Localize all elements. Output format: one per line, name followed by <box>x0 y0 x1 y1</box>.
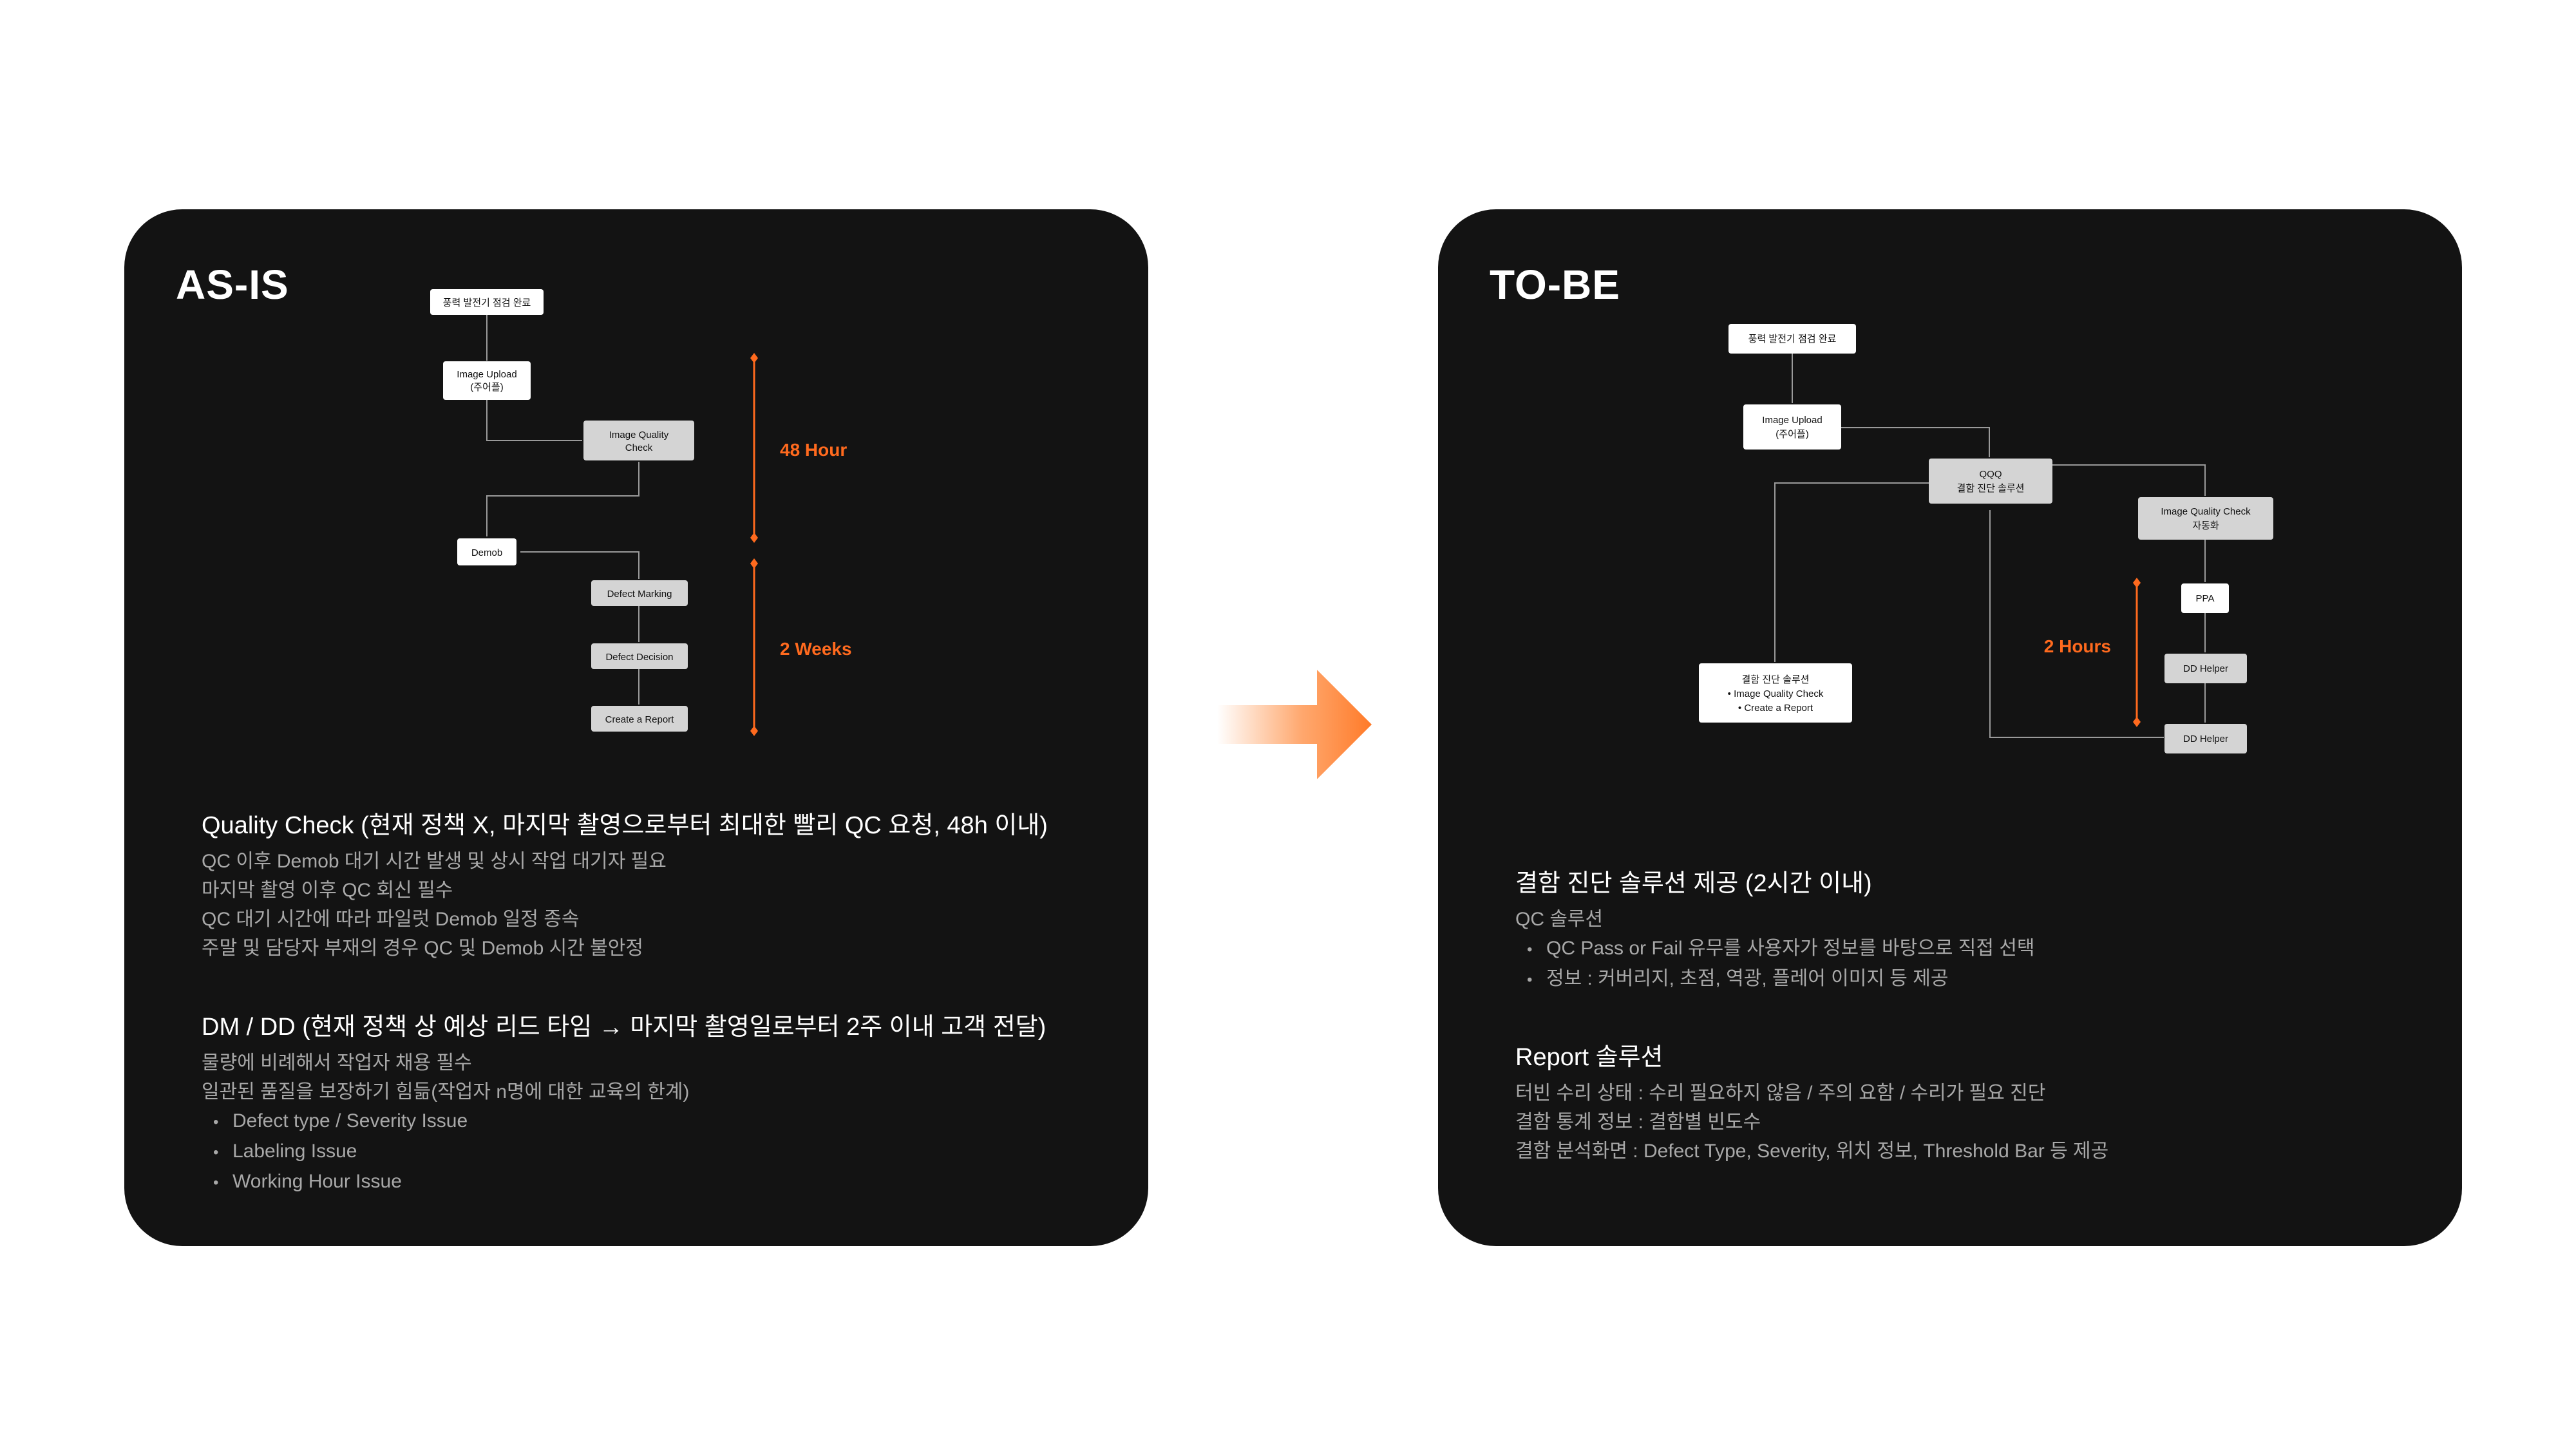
connector <box>520 551 639 579</box>
connector <box>486 462 639 536</box>
as-is-dmdd-list: 물량에 비례해서 작업자 채용 필수 일관된 품질을 보장하기 힘듦(작업자 n… <box>202 1048 689 1197</box>
to-be-panel: TO-BE 풍력 발전기 점검 완료 Image Upload (주어플) QQ… <box>1438 209 2462 1246</box>
node-create-report: Create a Report <box>591 706 688 732</box>
node-image-upload: Image Upload (주어플) <box>1743 404 1841 450</box>
svg-text:PPA: PPA <box>2196 593 2215 604</box>
node-image-quality-check: Image Quality Check 자동화 <box>2138 497 2273 540</box>
as-is-flowchart: 풍력 발전기 점검 완료 Image Upload (주어플) Image Qu… <box>430 289 852 736</box>
svg-text:Image Quality: Image Quality <box>609 430 669 440</box>
node-defect-marking: Defect Marking <box>591 580 688 606</box>
list-item: QC 솔루션 <box>1515 909 1604 930</box>
svg-text:Create a Report: Create a Report <box>605 714 675 725</box>
list-item: 물량에 비례해서 작업자 채용 필수 <box>202 1052 472 1074</box>
as-is-title: AS-IS <box>176 261 289 308</box>
node-image-quality-check: Image Quality Check <box>583 421 694 460</box>
node-inspection-done: 풍력 발전기 점검 완료 <box>430 289 544 315</box>
svg-text:Defect Decision: Defect Decision <box>605 652 673 663</box>
to-be-report-heading: Report 솔루션 <box>1515 1044 1663 1071</box>
node-inspection-done: 풍력 발전기 점검 완료 <box>1728 324 1856 354</box>
to-be-flowchart: 풍력 발전기 점검 완료 Image Upload (주어플) QQQ 결함 진… <box>1699 324 2273 753</box>
connector <box>2052 464 2206 496</box>
svg-text:QQQ: QQQ <box>1979 469 2002 480</box>
node-qqq: QQQ 결함 진단 솔루션 <box>1929 459 2052 504</box>
svg-text:DD Helper: DD Helper <box>2183 663 2228 674</box>
to-be-title: TO-BE <box>1490 261 1620 308</box>
node-ppa: PPA <box>2181 583 2229 613</box>
svg-text:2 Weeks: 2 Weeks <box>780 639 852 659</box>
svg-text:풍력 발전기 점검 완료: 풍력 발전기 점검 완료 <box>443 298 531 308</box>
list-item: 결함 통계 정보 : 결함별 빈도수 <box>1515 1112 1761 1133</box>
node-diagnosis-solution: 결함 진단 솔루션 • Image Quality Check • Create… <box>1699 663 1852 723</box>
as-is-qc-heading: Quality Check (현재 정책 X, 마지막 촬영으로부터 최대한 빨… <box>202 812 1048 839</box>
node-dd-helper: DD Helper <box>2164 724 2247 753</box>
as-is-qc-list: QC 이후 Demob 대기 시간 발생 및 상시 작업 대기자 필요 마지막 … <box>202 847 667 963</box>
list-item: 결함 분석화면 : Defect Type, Severity, 위치 정보, … <box>1515 1141 2109 1162</box>
node-image-upload: Image Upload (주어플) <box>443 361 531 400</box>
svg-text:풍력 발전기 점검 완료: 풍력 발전기 점검 완료 <box>1748 334 1837 345</box>
bullet-item: Labeling Issue <box>202 1137 689 1167</box>
node-defect-decision: Defect Decision <box>591 643 688 669</box>
as-is-dmdd-heading: DM / DD (현재 정책 상 예상 리드 타임 → 마지막 촬영일로부터 2… <box>202 1014 1046 1041</box>
svg-text:DD Helper: DD Helper <box>2183 734 2228 744</box>
connector <box>486 400 582 441</box>
svg-text:48 Hour: 48 Hour <box>780 440 847 460</box>
connector <box>1774 482 1930 662</box>
connector <box>1989 510 2164 738</box>
svg-text:Image Quality Check: Image Quality Check <box>2161 506 2251 517</box>
to-be-report-list: 터빈 수리 상태 : 수리 필요하지 않음 / 주의 요함 / 수리가 필요 진… <box>1515 1079 2108 1166</box>
span-2-weeks: 2 Weeks <box>750 558 852 736</box>
list-item: QC 대기 시간에 따라 파일럿 Demob 일정 종속 <box>202 909 580 930</box>
svg-text:2 Hours: 2 Hours <box>2044 636 2111 656</box>
svg-text:• Image Quality Check: • Image Quality Check <box>1728 688 1824 699</box>
svg-text:Defect Marking: Defect Marking <box>607 589 672 600</box>
span-48-hour: 48 Hour <box>750 353 847 543</box>
list-item: 터빈 수리 상태 : 수리 필요하지 않음 / 주의 요함 / 수리가 필요 진… <box>1515 1083 2046 1104</box>
to-be-diagnosis-list: QC 솔루션 QC Pass or Fail 유무를 사용자가 정보를 바탕으로… <box>1515 905 2035 994</box>
bullet-item: Defect type / Severity Issue <box>202 1106 689 1137</box>
svg-text:• Create a Report: • Create a Report <box>1738 703 1814 714</box>
bullet-item: QC Pass or Fail 유무를 사용자가 정보를 바탕으로 직접 선택 <box>1515 934 2035 964</box>
svg-text:(주어플): (주어플) <box>1776 429 1808 440</box>
span-2-hours: 2 Hours <box>2044 578 2141 727</box>
svg-text:Image Upload: Image Upload <box>457 369 516 380</box>
connector <box>1837 427 1990 457</box>
node-demob: Demob <box>457 538 516 565</box>
svg-text:Image Upload: Image Upload <box>1762 415 1822 426</box>
svg-text:결함 진단 솔루션: 결함 진단 솔루션 <box>1957 483 2025 494</box>
svg-text:자동화: 자동화 <box>2192 520 2219 531</box>
list-item: QC 이후 Demob 대기 시간 발생 및 상시 작업 대기자 필요 <box>202 851 667 872</box>
svg-text:(주어플): (주어플) <box>470 382 503 393</box>
as-is-panel: AS-IS 풍력 발전기 점검 완료 Image Upload (주어플) Im… <box>124 209 1148 1246</box>
bullet-item: Working Hour Issue <box>202 1167 689 1197</box>
list-item: 마지막 촬영 이후 QC 회신 필수 <box>202 880 453 901</box>
to-be-diagnosis-heading: 결함 진단 솔루션 제공 (2시간 이내) <box>1515 870 1872 897</box>
arrow-right-icon <box>1217 670 1372 779</box>
node-dd-helper: DD Helper <box>2164 654 2247 683</box>
list-item: 주말 및 담당자 부재의 경우 QC 및 Demob 시간 불안정 <box>202 938 643 959</box>
list-item: 일관된 품질을 보장하기 힘듦(작업자 n명에 대한 교육의 한계) <box>202 1081 690 1103</box>
svg-text:결함 진단 솔루션: 결함 진단 솔루션 <box>1742 674 1810 685</box>
svg-text:Demob: Demob <box>471 547 502 558</box>
svg-text:Check: Check <box>625 442 653 453</box>
bullet-item: 정보 : 커버리지, 초점, 역광, 플레어 이미지 등 제공 <box>1515 964 2035 994</box>
